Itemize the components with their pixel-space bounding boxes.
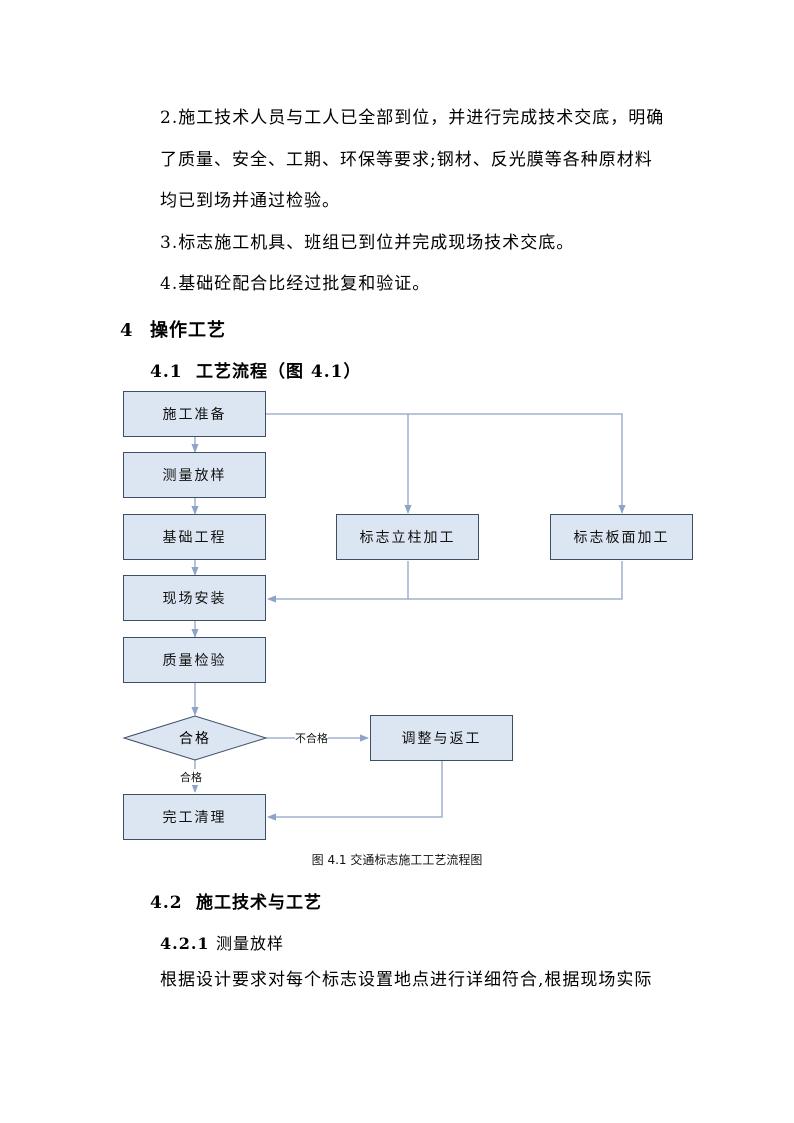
edge-label-pass: 合格 (180, 769, 202, 785)
section-title: 施工技术与工艺 (196, 893, 322, 913)
flow-box-install: 现场安装 (123, 575, 266, 621)
paragraph-line: 4.基础砼配合比经过批复和验证。 (160, 274, 431, 294)
arrow-post-install (267, 561, 409, 603)
arrow-prepare-panel (266, 413, 626, 514)
arrow-rework-cleanup (267, 761, 443, 821)
flow-box-foundation: 基础工程 (123, 514, 266, 560)
section-heading-4-1: 4.1 工艺流程（图 4.1） (150, 357, 362, 382)
flow-box-post-fabrication: 标志立柱加工 (336, 514, 479, 560)
section-title: 工艺流程（图 4.1） (196, 362, 362, 382)
paragraph-line: 根据设计要求对每个标志设置地点进行详细符合,根据现场实际 (160, 970, 653, 990)
section-heading-4: 4 操作工艺 (120, 316, 226, 342)
paragraph-line: 3.标志施工机具、班组已到位并完成现场技术交底。 (160, 233, 575, 253)
flow-box-rework: 调整与返工 (370, 715, 513, 761)
flow-box-prepare: 施工准备 (123, 391, 266, 437)
section-number: 4.1 (150, 362, 183, 382)
flow-box-panel-fabrication: 标志板面加工 (550, 514, 693, 560)
section-heading-4-2: 4.2 施工技术与工艺 (150, 888, 322, 913)
figure-caption: 图 4.1 交通标志施工工艺流程图 (311, 853, 483, 867)
section-title: 测量放样 (216, 934, 285, 953)
line-panel-install (408, 561, 623, 600)
flow-box-survey: 测量放样 (123, 452, 266, 498)
section-number: 4 (120, 320, 134, 341)
section-title: 操作工艺 (150, 320, 226, 341)
section-number: 4.2.1 (160, 934, 210, 953)
paragraph-line: 了质量、安全、工期、环保等要求;钢材、反光膜等各种原材料 (160, 150, 653, 170)
edge-label-fail: 不合格 (295, 730, 328, 746)
paragraph-line: 2.施工技术人员与工人已全部到位，并进行完成技术交底，明确 (160, 108, 665, 128)
flow-box-inspect: 质量检验 (123, 637, 266, 683)
section-heading-4-2-1: 4.2.1 测量放样 (160, 930, 284, 954)
decision-label: 合格 (179, 731, 211, 747)
section-number: 4.2 (150, 893, 183, 913)
flow-box-cleanup: 完工清理 (123, 794, 266, 840)
paragraph-line: 均已到场并通过检验。 (160, 191, 340, 211)
